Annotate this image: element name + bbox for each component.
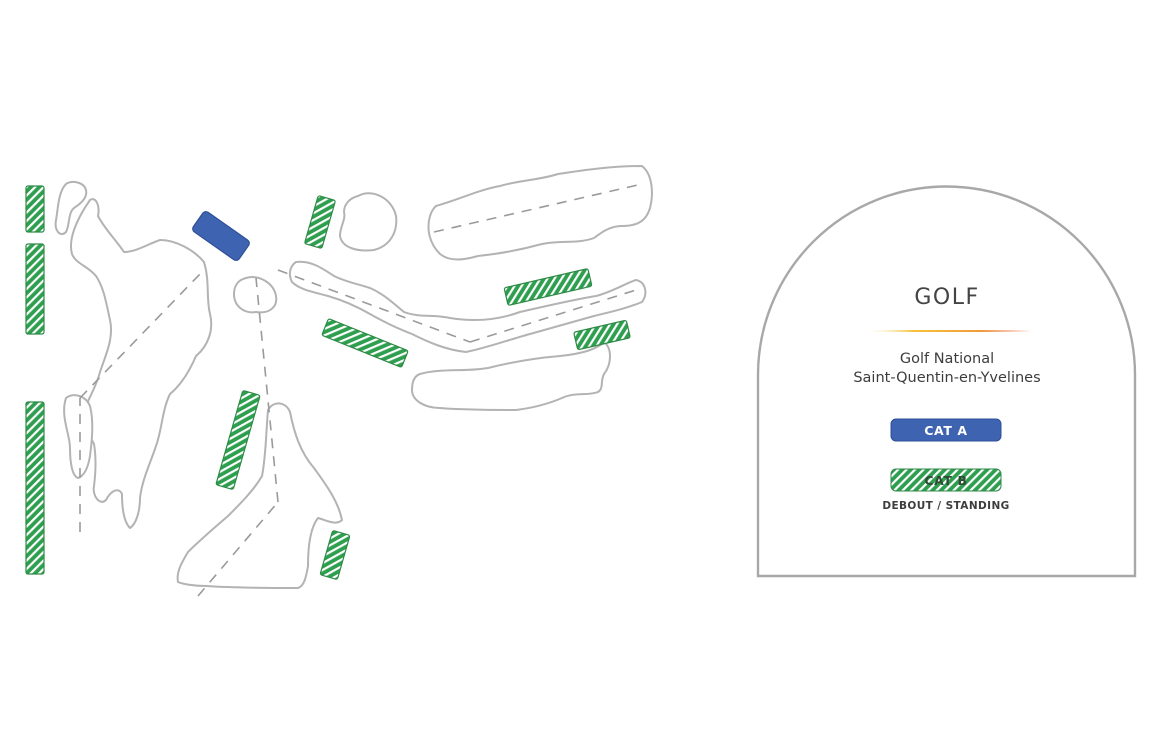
cat-b-sublabel: DEBOUT / STANDING [882, 500, 1009, 512]
cat-a-swatch[interactable] [890, 418, 1002, 442]
cat-b-zone[interactable] [25, 401, 45, 575]
cat-a-label: CAT A [924, 423, 967, 438]
course-outline-round-green-top [339, 192, 398, 252]
venue-name: Golf National [900, 351, 994, 367]
cat-b-zone[interactable] [321, 318, 409, 368]
cat-b-zone[interactable] [319, 530, 351, 580]
course-outline-narrow-green [63, 394, 94, 479]
cat-a-zone[interactable] [191, 210, 251, 262]
legend-title: GOLF [914, 285, 979, 310]
cat-b-zone[interactable] [503, 268, 593, 306]
cat-b-zone[interactable] [573, 319, 631, 351]
course-outline-hole-lower-right [411, 341, 611, 411]
cat-b-swatch[interactable] [890, 468, 1002, 492]
cat-b-zone[interactable] [25, 243, 45, 335]
course-outline-round-green-center [233, 276, 278, 314]
cat-b-zone[interactable] [25, 185, 45, 233]
legend-panel: GOLF Golf National Saint-Quentin-en-Yvel… [756, 185, 1137, 578]
course-outline-hole-top-right [427, 165, 653, 261]
course-outlines [54, 165, 653, 589]
legend-frame [756, 185, 1137, 578]
play-line [469, 289, 637, 343]
course-outline-hole-left [70, 198, 213, 529]
seating-zones [25, 185, 631, 580]
course-outline-small-blob [54, 181, 88, 236]
cat-b-zone[interactable] [215, 390, 261, 490]
play-lines [79, 183, 643, 597]
course-outline-hole-middle [288, 260, 647, 353]
venue-location: Saint-Quentin-en-Yvelines [853, 370, 1040, 386]
play-line [277, 269, 471, 343]
play-line [255, 277, 279, 503]
cat-b-label: CAT B [924, 473, 967, 488]
legend-divider [862, 330, 1032, 332]
course-outline-hole-bottom [176, 402, 343, 589]
cat-b-zone[interactable] [304, 195, 336, 249]
play-line [197, 501, 279, 597]
